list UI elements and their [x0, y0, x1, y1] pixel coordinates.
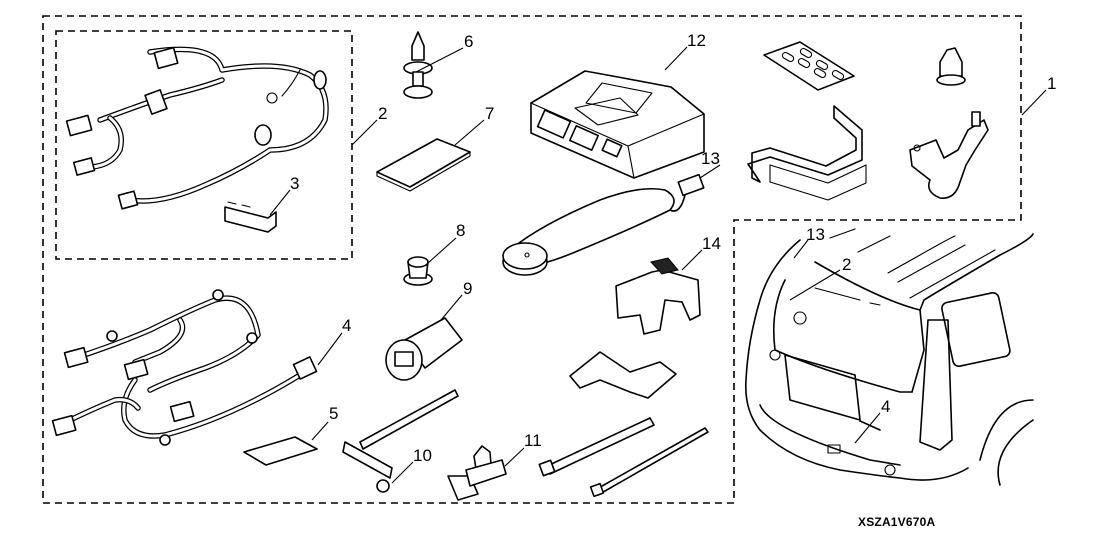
callout-11: 11 [524, 431, 542, 450]
grommet-clip [936, 47, 966, 86]
vehicle-rear-illustration [744, 228, 1034, 486]
ground-bracket [909, 111, 989, 199]
kit-boundary [42, 15, 1022, 504]
callout-3: 3 [290, 174, 300, 193]
callout-4: 4 [342, 316, 352, 335]
callout-9: 9 [463, 279, 473, 298]
buzzer [502, 173, 705, 276]
rear-wire-harness [51, 289, 318, 446]
clip [447, 445, 507, 501]
callout-12: 12 [687, 31, 706, 50]
vehicle-callout-2: 2 [842, 255, 852, 274]
flange-nut [403, 256, 433, 286]
cable-tie-small [589, 427, 709, 498]
drawing-code: XSZA1V670A [858, 515, 936, 529]
fuse [224, 201, 277, 233]
rubber-seal [763, 41, 855, 91]
callout-10: 10 [413, 446, 432, 465]
callout-14: 14 [702, 234, 721, 253]
switch [385, 317, 463, 381]
cover-bracket [747, 105, 867, 201]
bracket [615, 257, 701, 335]
push-clip [403, 31, 433, 99]
callout-7: 7 [485, 104, 495, 123]
vehicle-callout-4: 4 [881, 397, 891, 416]
callout-13: 13 [701, 149, 720, 168]
harness-clip-tie [342, 389, 459, 493]
callout-8: 8 [456, 221, 466, 240]
main-wire-harness [65, 46, 329, 210]
control-unit [530, 70, 705, 179]
stay-bracket [569, 351, 677, 399]
callout-6: 6 [464, 32, 474, 51]
callout-5: 5 [329, 404, 339, 423]
callout-2: 2 [378, 104, 388, 123]
vehicle-callout-13: 13 [806, 225, 825, 244]
cable-tie-large [538, 417, 655, 477]
callout-1: 1 [1047, 74, 1057, 93]
cleaning-pad [243, 436, 318, 466]
